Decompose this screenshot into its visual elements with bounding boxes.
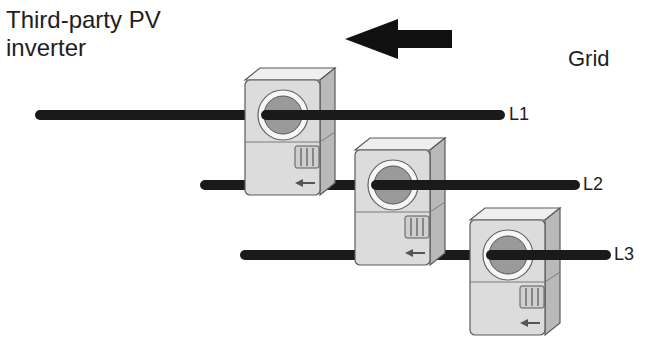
ct-clamp [470,208,560,335]
phase-label: L2 [583,174,623,195]
wire [266,115,606,255]
phase-label: L3 [614,244,654,265]
phase-label: L1 [509,104,549,125]
ct-clamp [355,138,445,265]
ct-clamp [245,68,335,195]
flow-arrow [345,19,452,59]
device-label: Third-party PV inverter [6,6,176,61]
source-label: Grid [568,46,648,71]
